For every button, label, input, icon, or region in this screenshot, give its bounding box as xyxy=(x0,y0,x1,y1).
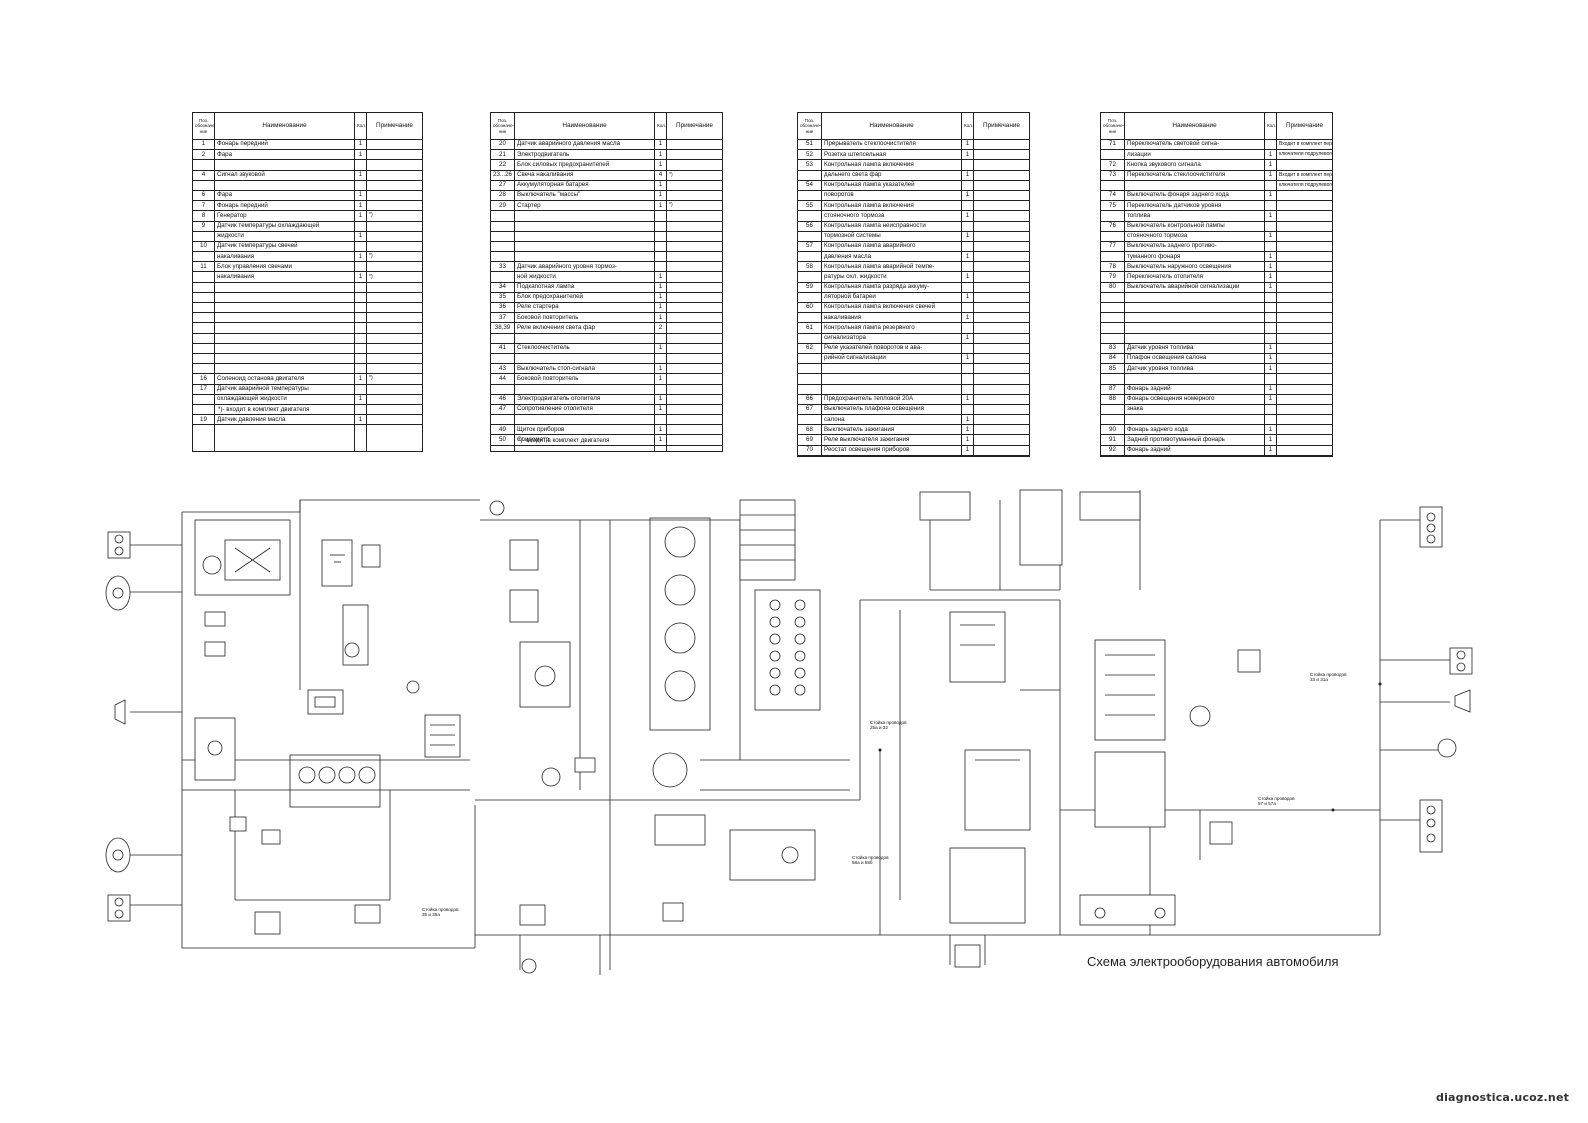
sensor-20 xyxy=(261,829,281,845)
sensor-48 xyxy=(521,958,537,974)
license-lamp-88 xyxy=(1454,689,1471,713)
fuse-block-80 xyxy=(1079,894,1176,926)
reverse-lamp-90 xyxy=(1449,647,1473,675)
wiper-41 xyxy=(519,641,571,708)
legend-filler-row xyxy=(797,454,1030,457)
header-note: Примечание xyxy=(1276,112,1333,140)
glow-plug-temp-sensor-10 xyxy=(204,641,226,657)
switch-57 xyxy=(662,902,684,922)
headlamp-6 xyxy=(105,837,131,873)
legend-header-row: Поз. обозначе- ние Наименование Кол. При… xyxy=(1100,112,1333,140)
header-pos: Поз. обозначе- ние xyxy=(192,112,215,140)
rear-lamp-87 xyxy=(1419,506,1443,548)
ignition-switch-68 xyxy=(964,749,1031,831)
diagram-title: Схема электрооборудования автомобиля xyxy=(1087,954,1339,969)
harness-note-5: Стойка проводов 58а и 58б xyxy=(852,855,889,865)
legend-table-2: Поз. обозначе- ние Наименование Кол. При… xyxy=(490,112,723,453)
footnote-table-2: *)- входит в комплект двигателя xyxy=(518,437,610,444)
side-repeater-37 xyxy=(489,500,505,516)
battery-27 xyxy=(321,539,353,587)
footnote-table-1: *)- входит в комплект двигателя xyxy=(218,406,310,413)
brake-level-33 xyxy=(354,904,381,924)
harness-note-1: Стойка проводов 35 и 35а xyxy=(422,907,459,917)
horn-4 xyxy=(114,699,126,725)
legend-filler-row xyxy=(1100,454,1333,457)
headlamp-relay-39 xyxy=(509,589,539,623)
starter-relay-36 xyxy=(652,752,688,788)
legend-cell-note xyxy=(366,414,423,426)
front-lamp-7 xyxy=(107,894,131,922)
harness-note-3: Стойка проводов 57 и 57а xyxy=(1258,796,1295,806)
relay-block-73 xyxy=(1094,639,1166,741)
harness-note-4: Стойка проводов 33 и 31а xyxy=(1310,672,1347,682)
rheostat-70 xyxy=(729,829,816,881)
header-note: Примечание xyxy=(366,112,423,140)
glow-plugs-23-26 xyxy=(289,754,381,808)
hazard-switch-79 xyxy=(1094,751,1166,828)
rear-lamp-92 xyxy=(1419,799,1443,853)
header-note: Примечание xyxy=(973,112,1030,140)
heater-motor-46 xyxy=(541,767,561,787)
legend-cell-note xyxy=(1276,444,1333,456)
fuse-block-35 xyxy=(424,714,461,758)
harness-note-2: Стойка проводов 25а и 32 xyxy=(870,720,907,730)
dome-switch-67 xyxy=(919,491,971,521)
level-switch-75 xyxy=(1019,489,1063,566)
glow-plug-control-11 xyxy=(194,717,236,781)
watermark: diagnostica.ucoz.net xyxy=(1436,1091,1570,1104)
header-name: Наименование xyxy=(214,112,355,140)
relay-21 xyxy=(254,911,281,935)
power-fuse-block-22 xyxy=(307,689,344,715)
legend-filler-cell xyxy=(666,444,723,453)
generator-8 xyxy=(194,519,291,596)
header-name: Наименование xyxy=(1124,112,1265,140)
legend-filler-cell xyxy=(366,424,423,452)
starter-29 xyxy=(342,604,369,666)
legend-table-3: Поз. обозначе- ние Наименование Кол. При… xyxy=(797,112,1030,457)
fog-switch-77 xyxy=(1079,491,1141,521)
fuel-sensor-83 xyxy=(1237,649,1261,673)
ignition-relay-69 xyxy=(949,611,1006,683)
legend-table-1: Поз. обозначе- ние Наименование Кол. При… xyxy=(192,112,423,452)
legend-filler-cell xyxy=(1276,454,1333,457)
coolant-temp-sensor-9 xyxy=(204,611,226,627)
wiper-interrupter-51 xyxy=(654,814,706,846)
speedometer-connector-50 xyxy=(739,499,796,581)
header-note: Примечание xyxy=(666,112,723,140)
underhood-lamp-34 xyxy=(406,680,420,694)
front-lamp-1 xyxy=(107,531,131,559)
mass-switch-28 xyxy=(361,544,381,568)
legend-table-4: Поз. обозначе- ние Наименование Кол. При… xyxy=(1100,112,1333,457)
legend-header-row: Поз. обозначе- ние Наименование Кол. При… xyxy=(490,112,723,140)
header-name: Наименование xyxy=(514,112,655,140)
warning-lamp-panel xyxy=(754,589,821,711)
brake-switch-76 xyxy=(1209,821,1233,845)
reverse-switch-74 xyxy=(954,944,981,968)
legend-filler-cell xyxy=(973,454,1030,457)
light-switch-78 xyxy=(949,847,1026,924)
fog-lamp-91 xyxy=(1437,738,1457,758)
heater-switch-43 xyxy=(519,904,546,926)
sensor-19 xyxy=(229,816,247,832)
heater-resistor-47 xyxy=(574,757,596,773)
instrument-cluster-49 xyxy=(649,517,711,731)
legend-cell-note xyxy=(973,444,1030,456)
legend-filler-row xyxy=(490,444,723,453)
legend-filler-row xyxy=(192,424,423,452)
headlamp-relay-38 xyxy=(509,539,539,571)
headlamp-2 xyxy=(105,575,131,611)
dome-lamp-84 xyxy=(1189,705,1211,727)
